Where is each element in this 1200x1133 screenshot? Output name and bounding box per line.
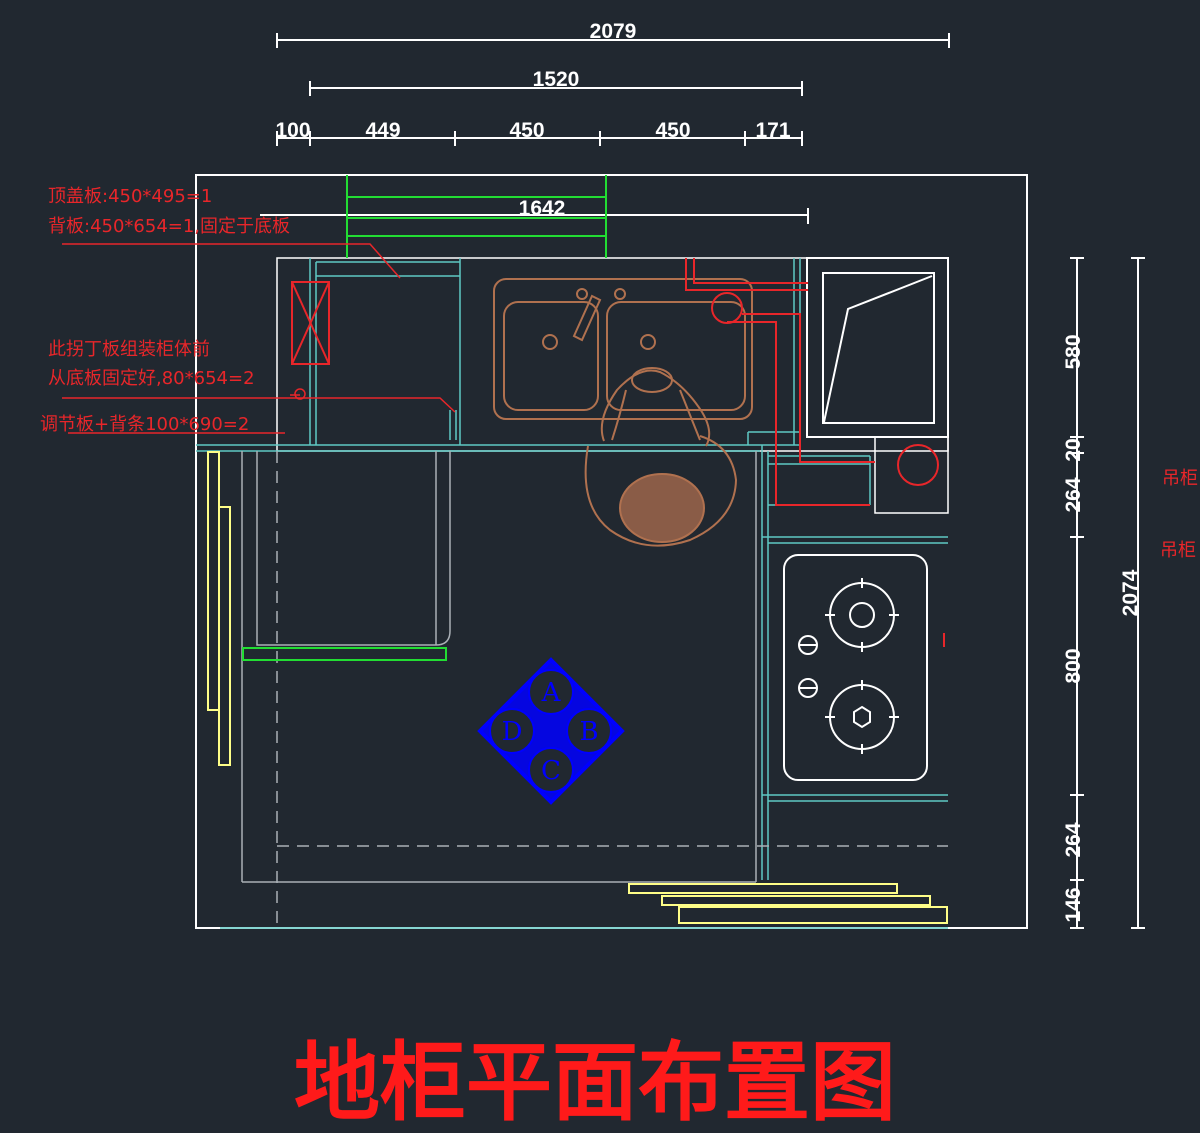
dim-146: 146 [1062,887,1085,922]
base-cabinet-outline [241,451,948,928]
dim-264b: 264 [1062,822,1085,857]
note-back-panel: 背板:450*654=1,固定于底板 [48,216,290,237]
note-corner-line1: 此拐丁板组装柜体前 [48,339,210,360]
compass-label-b: B [579,717,598,747]
right-dimensions [1070,257,1145,929]
dim-800: 800 [1062,648,1085,683]
dim-seg-171: 171 [755,119,790,142]
dim-seg-449: 449 [365,119,400,142]
compass-label-a: A [541,678,562,708]
note-wall-cabinet-2: 吊柜 [1160,540,1196,561]
orientation-compass [477,657,625,805]
top-dimensions [260,33,950,224]
fridge-box [806,257,949,514]
back-panel-green [346,175,607,258]
dim-inner-width: 1520 [533,68,580,91]
note-wall-cabinet-1: 吊柜 [1162,468,1198,489]
dim-seg-100: 100 [275,119,310,142]
adjust-panels-yellow [207,451,948,924]
note-leaders [62,243,456,434]
person-head-icon [619,473,705,543]
dim-580: 580 [1062,334,1085,369]
note-top-panel: 顶盖板:450*495=1 [48,186,212,207]
dim-overall-width: 2079 [590,20,637,43]
water-pipes [685,258,875,506]
note-adjust-panel: 调节板+背条100*690=2 [40,414,249,435]
note-corner-line2: 从底板固定好,80*654=2 [48,368,255,389]
dim-264a: 264 [1062,477,1085,512]
corner-filler-box [291,281,330,365]
gas-meter-icon [897,444,939,486]
dim-seg-450a: 450 [509,119,544,142]
drawing-title: 地柜平面布置图 [294,1032,896,1133]
compass-label-c: C [541,756,561,786]
compass-label-d: D [502,717,523,747]
dim-seg-450b: 450 [655,119,690,142]
gas-stove-icon [783,554,928,781]
person-figure [584,367,738,547]
dim-20: 20 [1062,438,1085,461]
dim-overall-height: 2074 [1119,569,1142,616]
green-plinth [242,647,447,661]
cabinet-lines [196,258,948,929]
note-marker-icon [294,388,306,400]
dim-back-1642: 1642 [519,197,566,220]
sink-icon [493,278,753,420]
